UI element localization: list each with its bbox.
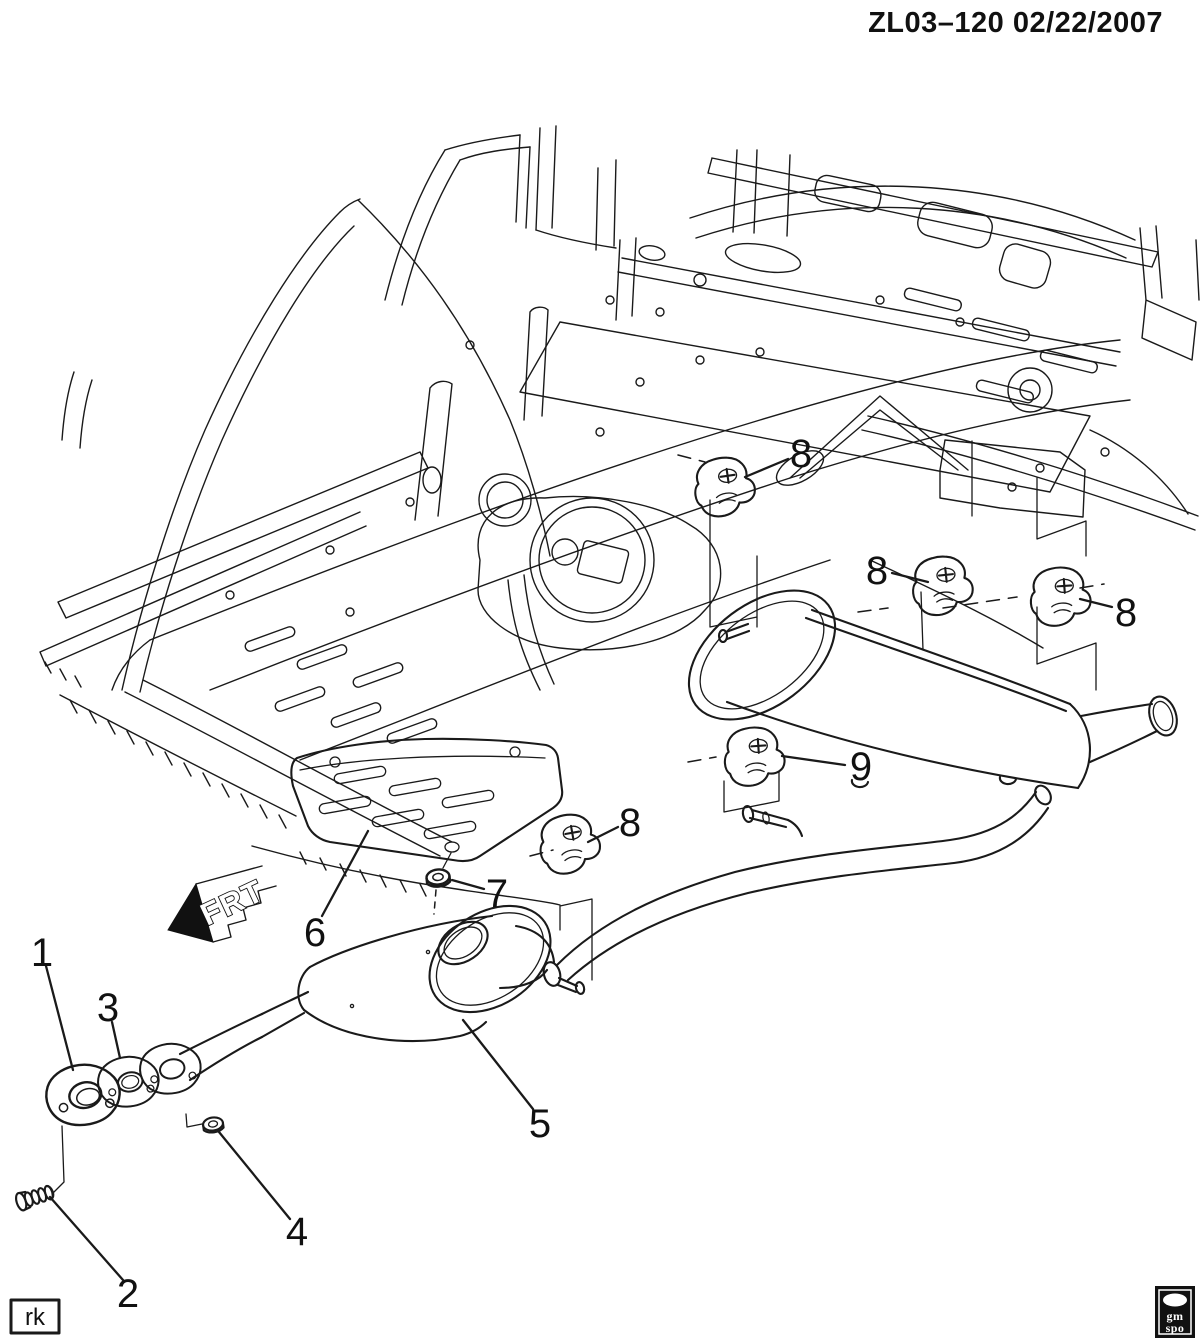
vehicle-underbody-linework <box>39 125 1200 906</box>
part-flange-nut <box>201 1115 226 1135</box>
intermediate-pipe <box>555 790 1038 967</box>
callout-8d: 8 <box>619 801 641 845</box>
tailpipe <box>1079 702 1159 764</box>
callout-9: 9 <box>850 745 872 789</box>
callout-8a: 8 <box>790 432 812 476</box>
logo-oval <box>1163 1293 1187 1307</box>
part-hanger-8a <box>689 452 760 521</box>
callout-2: 2 <box>117 1272 139 1316</box>
callout-leader-lines <box>44 457 1114 1282</box>
callout-7: 7 <box>486 872 508 916</box>
gm-spo-logo: gm spo <box>1155 1286 1195 1338</box>
part-shield-nut <box>424 867 452 889</box>
callout-3: 3 <box>97 986 119 1030</box>
part-hanger-9 <box>721 724 788 789</box>
part-rear-muffler <box>687 589 1092 790</box>
front-pipe-flange <box>134 1036 207 1102</box>
part-flange-gasket <box>92 1049 165 1115</box>
part-hanger-8c <box>1027 564 1094 629</box>
callout-4: 4 <box>286 1210 308 1254</box>
callout-5: 5 <box>529 1102 551 1146</box>
part-front-muffler <box>297 904 586 1042</box>
callout-8b: 8 <box>866 549 888 593</box>
part-hanger-8d <box>533 808 605 879</box>
callout-8c: 8 <box>1115 591 1137 635</box>
callout-1: 1 <box>31 931 53 975</box>
exhaust-system <box>39 589 1178 1135</box>
drafter-initials-box: rk <box>9 1298 61 1335</box>
drafter-initials: rk <box>25 1304 46 1331</box>
callout-numbers: 1 2 3 4 5 6 7 8 8 8 8 9 <box>31 432 1137 1316</box>
fasteners <box>15 452 1094 1212</box>
callout-6: 6 <box>304 911 326 955</box>
alignment-brackets <box>51 440 1105 1195</box>
part-exhaust-flange <box>39 1055 128 1135</box>
logo-text-top: gm <box>1167 1309 1184 1323</box>
drawing-number-title: ZL03–120 02/22/2007 <box>868 7 1163 39</box>
front-direction-arrow: FRT <box>167 865 277 943</box>
part-heat-shield <box>290 737 564 862</box>
logo-text-bottom: spo <box>1166 1321 1185 1335</box>
